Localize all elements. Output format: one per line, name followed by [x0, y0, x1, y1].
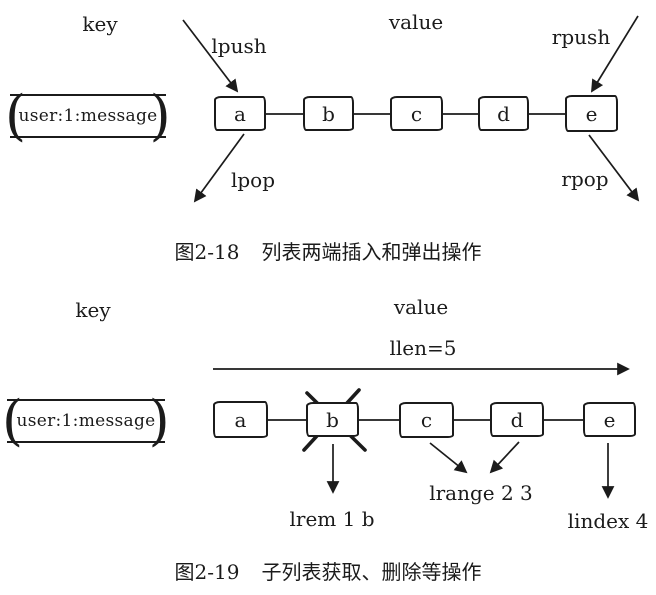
lrange-arrow-from-d [489, 441, 520, 474]
rpop-arrow [588, 134, 640, 202]
lpush-arrow [182, 19, 239, 93]
fig2-llen-label: llen=5 [389, 336, 457, 360]
fig1-lpush-label: lpush [211, 34, 267, 58]
fig1-node-d: d [478, 96, 529, 131]
fig2-lindex-label: lindex 4 [567, 509, 649, 533]
fig1-value-label: value [388, 10, 444, 34]
fig2-caption-number: 图2-19 [174, 560, 240, 584]
fig1-lpop-label: lpop [230, 168, 276, 192]
fig1-node-c: c [390, 96, 443, 131]
fig2-node-b: b [306, 402, 359, 437]
fig2-node-c: c [399, 402, 454, 438]
fig1-node-a: a [214, 96, 266, 131]
rpush-arrow [591, 15, 639, 93]
fig1-caption-number: 图2-18 [174, 240, 240, 264]
fig2-caption: 图2-19 子列表获取、删除等操作 [0, 556, 656, 585]
fig1-key-label: key [82, 12, 118, 36]
fig2-node-a: a [213, 401, 268, 438]
fig1-key-box-text: user:1:message [18, 106, 158, 126]
fig2-node-e: e [583, 402, 636, 437]
fig2-lrange-label: lrange 2 3 [429, 481, 533, 505]
fig2-node-d: d [490, 402, 544, 437]
fig2-value-label: value [393, 295, 449, 319]
fig2-key-label: key [75, 298, 111, 322]
lpop-arrow [193, 133, 245, 203]
fig1-rpush-label: rpush [551, 25, 611, 49]
fig1-caption: 图2-18 列表两端插入和弹出操作 [0, 236, 656, 265]
fig2-key-box-text: user:1:message [16, 411, 156, 431]
fig2-lrem-label: lrem 1 b [289, 507, 375, 531]
fig1-node-e: e [565, 95, 618, 132]
fig1-rpop-label: rpop [561, 167, 609, 191]
fig2-key-box: ( user:1:message ) [2, 389, 170, 452]
fig1-node-b: b [303, 96, 354, 131]
fig1-key-box: ( user:1:message ) [5, 84, 171, 147]
lrange-arrow-from-c [429, 442, 468, 474]
fig2-caption-title: 子列表获取、删除等操作 [261, 560, 482, 584]
fig1-caption-title: 列表两端插入和弹出操作 [261, 240, 482, 264]
